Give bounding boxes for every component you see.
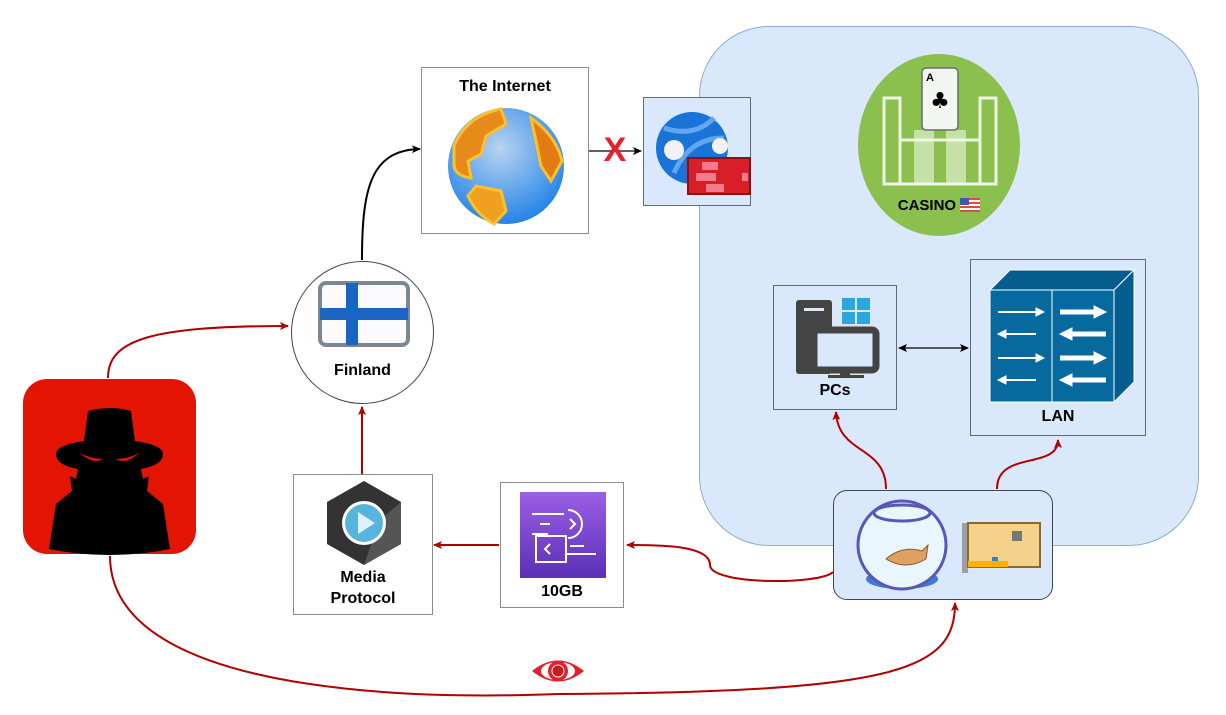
- pcs-label: PCs: [819, 382, 851, 399]
- network-switch-icon: [988, 268, 1136, 404]
- finland-node[interactable]: Finland: [291, 261, 434, 404]
- attacker-node[interactable]: [23, 379, 196, 555]
- edge-finland-internet: [361, 145, 421, 261]
- edge-attacker-finland: [107, 322, 289, 379]
- media-label-line2: Protocol: [330, 590, 396, 607]
- firewall-node[interactable]: [643, 97, 751, 206]
- eye-surveillance-icon: [532, 660, 584, 682]
- pcs-node[interactable]: PCs: [773, 285, 897, 410]
- media-label: Media Protocol: [294, 567, 432, 609]
- finland-flag-icon: [318, 281, 410, 347]
- svg-text:♣: ♣: [930, 89, 950, 114]
- media-protocol-node[interactable]: Media Protocol: [293, 474, 433, 615]
- web-firewall-icon: [656, 112, 751, 195]
- internet-label: The Internet: [459, 78, 551, 95]
- media-play-icon: [327, 481, 401, 565]
- fish-tank-sensor-icon: [856, 499, 1041, 591]
- finland-label: Finland: [334, 362, 391, 379]
- us-flag-icon: [960, 198, 981, 212]
- data-exfil-node[interactable]: 10GB: [500, 482, 624, 608]
- globe-icon: [448, 107, 564, 226]
- data-transfer-icon: [520, 492, 606, 578]
- media-label-line1: Media: [340, 569, 386, 586]
- casino-label: CASINO: [858, 197, 1020, 214]
- data-label: 10GB: [541, 583, 583, 600]
- lan-label: LAN: [1041, 408, 1075, 425]
- hacker-spy-icon: [49, 408, 170, 555]
- casino-node[interactable]: A ♣ CASINO: [858, 54, 1020, 236]
- lan-node[interactable]: LAN: [970, 259, 1146, 436]
- edge-fishtank-data: [626, 541, 834, 583]
- casino-label-text: CASINO: [897, 197, 957, 214]
- svg-text:A: A: [926, 72, 934, 84]
- internet-node[interactable]: The Internet: [421, 67, 589, 234]
- windows-pc-icon: [796, 298, 880, 378]
- casino-building-card-icon: A ♣: [882, 67, 998, 186]
- blocked-marker: X: [603, 131, 627, 169]
- fishtank-node[interactable]: [833, 490, 1053, 600]
